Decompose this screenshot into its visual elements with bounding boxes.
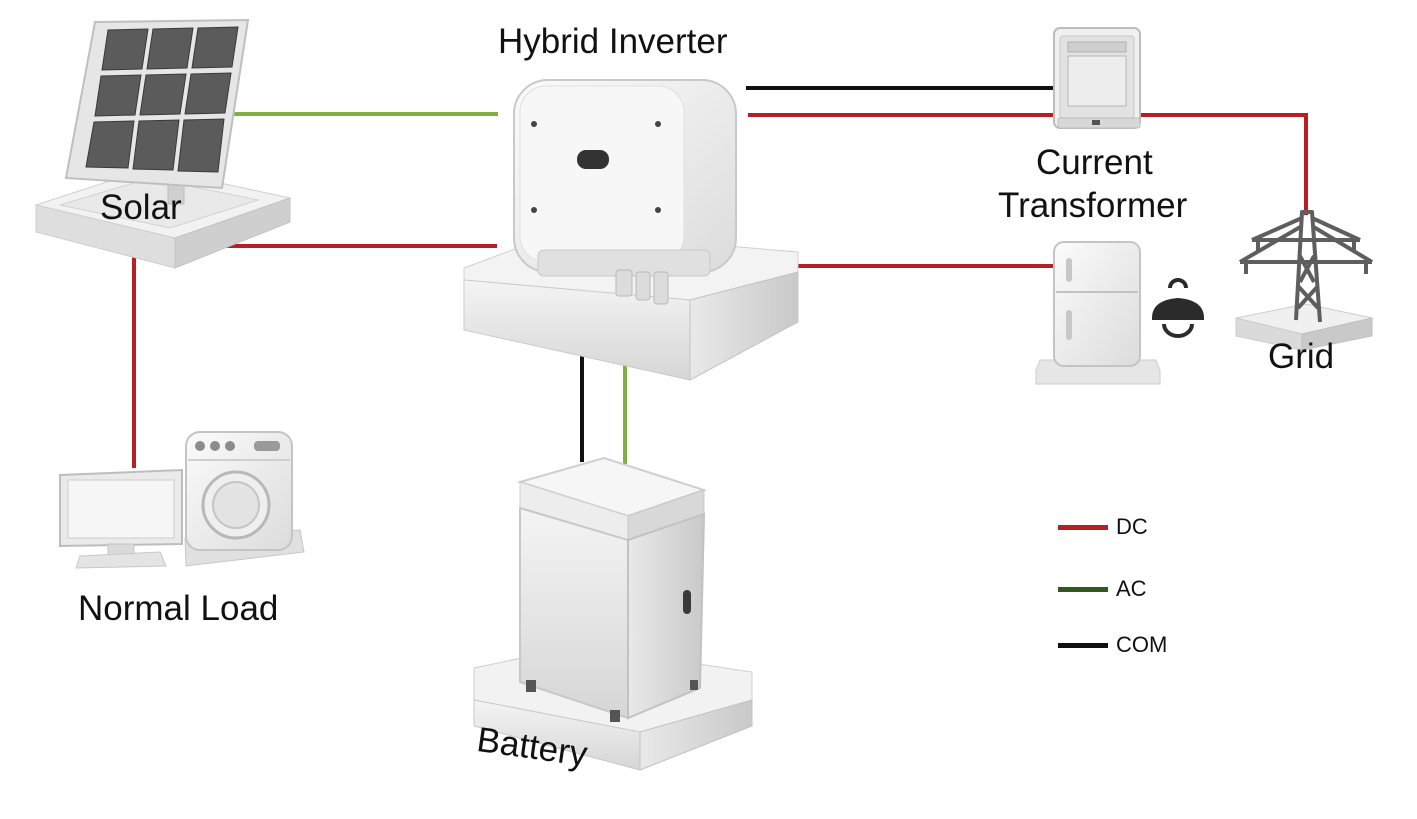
battery-icon — [473, 456, 753, 771]
solar-label: Solar — [100, 188, 182, 227]
normal-load-label: Normal Load — [78, 589, 279, 628]
solar-panel-icon — [34, 18, 292, 269]
hybrid-inverter-label: Hybrid Inverter — [498, 22, 728, 61]
grid-tower-icon — [1235, 210, 1374, 351]
hybrid-inverter-icon — [463, 79, 799, 381]
normal-load-icon — [59, 431, 305, 569]
current-transformer-label-line1: Current — [1036, 143, 1153, 182]
wire-inverter-grid — [748, 113, 1308, 215]
legend-swatch-ac — [1058, 586, 1108, 592]
current-transformer-label-line2: Transformer — [998, 186, 1188, 225]
grid-label: Grid — [1268, 337, 1335, 376]
legend-item-com: COM — [1058, 632, 1167, 658]
legend-label-com: COM — [1116, 632, 1168, 657]
wire-inverter-load — [132, 244, 497, 468]
legend-swatch-dc — [1058, 524, 1108, 530]
legend-label-ac: AC — [1116, 576, 1147, 601]
legend-item-ac: AC — [1058, 576, 1147, 602]
legend-item-dc: DC — [1058, 514, 1148, 540]
legend-label-dc: DC — [1116, 514, 1148, 539]
legend-swatch-com — [1058, 642, 1108, 648]
backup-load-icon — [1035, 241, 1205, 385]
current-transformer-icon — [1053, 27, 1141, 129]
